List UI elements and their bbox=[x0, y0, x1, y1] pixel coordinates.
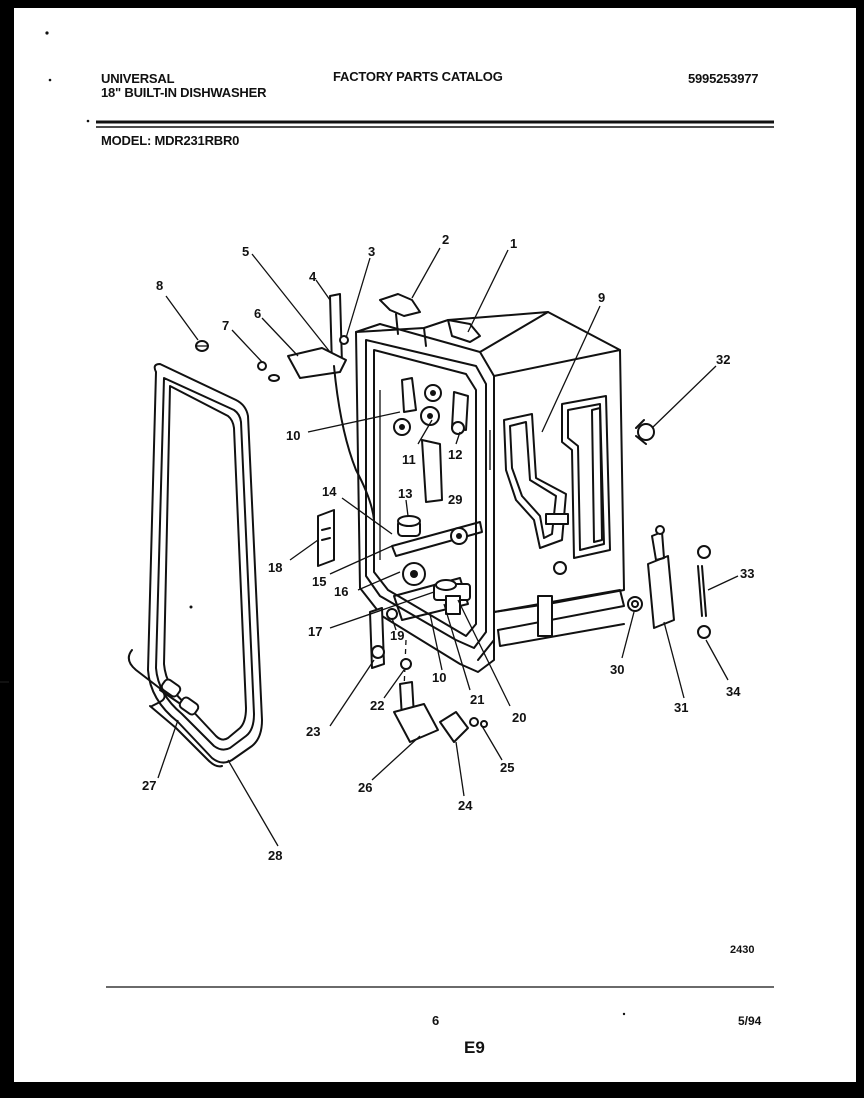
part-label-13: 13 bbox=[398, 486, 412, 501]
model-line: MODEL: MDR231RBR0 bbox=[101, 133, 240, 148]
part-label-23: 23 bbox=[306, 724, 320, 739]
part-label-2: 2 bbox=[442, 232, 449, 247]
vent-18 bbox=[317, 509, 335, 567]
inner-parts bbox=[393, 384, 468, 591]
part-label-10a: 10 bbox=[286, 428, 300, 443]
part-label-30: 30 bbox=[610, 662, 624, 677]
part-label-7: 7 bbox=[222, 318, 229, 333]
part-label-34: 34 bbox=[726, 684, 741, 699]
leader-lines bbox=[157, 247, 739, 847]
footer-date: 5/94 bbox=[738, 1014, 762, 1028]
part-label-19: 19 bbox=[390, 628, 404, 643]
part-label-1: 1 bbox=[510, 236, 517, 251]
section-code: E9 bbox=[464, 1038, 485, 1057]
part-label-5: 5 bbox=[242, 244, 249, 259]
part-label-31: 31 bbox=[674, 700, 688, 715]
part-label-3: 3 bbox=[368, 244, 375, 259]
part-label-8: 8 bbox=[156, 278, 163, 293]
part-label-29: 29 bbox=[448, 492, 462, 507]
part-label-22: 22 bbox=[370, 698, 384, 713]
page-number: 6 bbox=[432, 1013, 440, 1028]
product-name: 18" BUILT-IN DISHWASHER bbox=[101, 85, 267, 100]
part-label-33: 33 bbox=[740, 566, 754, 581]
gasket-connector-27 bbox=[160, 678, 200, 716]
part-label-32: 32 bbox=[716, 352, 730, 367]
leveler-assembly bbox=[393, 639, 488, 743]
top-brackets bbox=[257, 293, 421, 521]
latch-23 bbox=[369, 607, 398, 669]
part-label-12: 12 bbox=[448, 447, 462, 462]
catalog-title: FACTORY PARTS CATALOG bbox=[333, 69, 503, 84]
part-label-27: 27 bbox=[142, 778, 156, 793]
part-label-21: 21 bbox=[470, 692, 484, 707]
catalog-number: 5995253977 bbox=[688, 71, 759, 86]
part-label-26: 26 bbox=[358, 780, 372, 795]
part-label-14: 14 bbox=[322, 484, 337, 499]
part-label-24: 24 bbox=[458, 798, 473, 813]
part-label-25: 25 bbox=[500, 760, 514, 775]
part-label-15: 15 bbox=[312, 574, 326, 589]
part-label-11: 11 bbox=[402, 452, 416, 467]
scan-specks bbox=[0, 31, 626, 1016]
brand-name: UNIVERSAL bbox=[101, 71, 175, 86]
part-labels: 1 2 3 4 5 6 7 8 9 10 10 11 12 13 14 15 1… bbox=[142, 232, 754, 863]
header-rules bbox=[96, 120, 774, 988]
part-label-6: 6 bbox=[254, 306, 261, 321]
part-label-4: 4 bbox=[309, 269, 317, 284]
drawing-number: 2430 bbox=[730, 944, 755, 956]
part-label-28: 28 bbox=[268, 848, 282, 863]
dishwasher-tub bbox=[355, 311, 625, 673]
gasket-clip-8 bbox=[195, 340, 209, 352]
part-label-20: 20 bbox=[512, 710, 526, 725]
side-parts bbox=[627, 419, 711, 639]
part-label-18: 18 bbox=[268, 560, 282, 575]
part-label-16: 16 bbox=[334, 584, 348, 599]
part-label-9: 9 bbox=[598, 290, 605, 305]
part-label-10b: 10 bbox=[432, 670, 446, 685]
part-label-17: 17 bbox=[308, 624, 322, 639]
